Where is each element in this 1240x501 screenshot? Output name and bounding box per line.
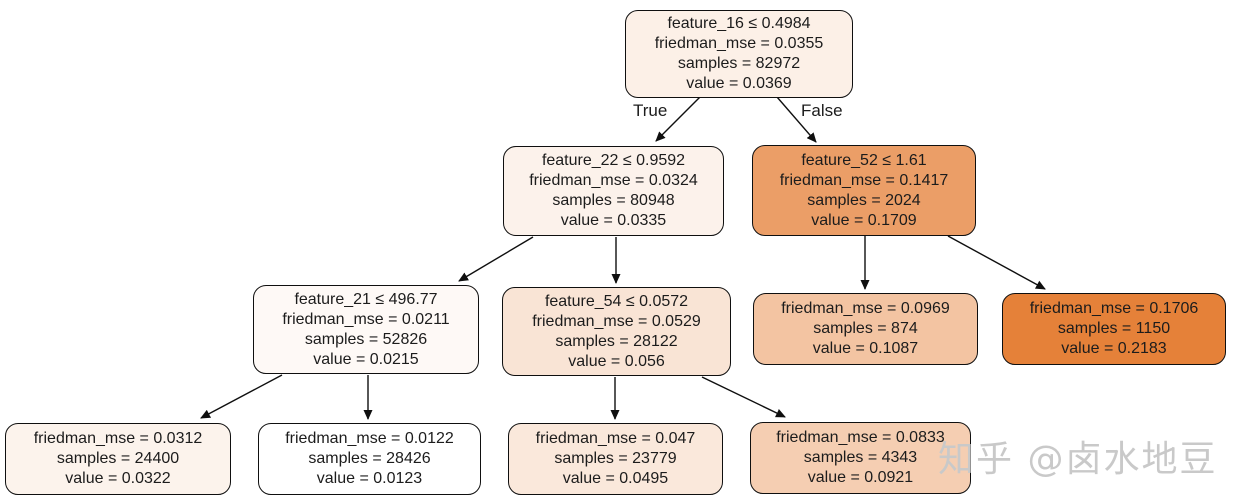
- edge-label-true: True: [633, 101, 668, 120]
- edge-node2-to-leaf4: [701, 376, 786, 418]
- tree-node-l4-leaf1: friedman_mse = 0.0312 samples = 24400 va…: [5, 423, 231, 495]
- split-rule: feature_54 ≤ 0.0572: [544, 292, 689, 310]
- tree-node-l4-leaf2: friedman_mse = 0.0122 samples = 28426 va…: [258, 423, 481, 495]
- split-rule: feature_52 ≤ 1.61: [801, 151, 927, 169]
- value-line: value = 0.0369: [686, 75, 792, 92]
- tree-node-l4-leaf4: friedman_mse = 0.0833 samples = 4343 val…: [750, 422, 971, 494]
- mse-line: friedman_mse = 0.0211: [282, 310, 450, 328]
- value-line: value = 0.0335: [560, 212, 667, 229]
- mse-line: friedman_mse = 0.0833: [776, 429, 945, 446]
- samples-line: samples = 52826: [304, 330, 428, 348]
- value-line: value = 0.0322: [65, 470, 171, 487]
- tree-node-l3-leaf3: friedman_mse = 0.0969 samples = 874 valu…: [753, 293, 978, 365]
- value-line: value = 0.0495: [562, 470, 669, 487]
- edge-root-true: [655, 96, 701, 142]
- samples-line: samples = 2024: [807, 191, 921, 209]
- value-line: value = 0.0921: [807, 469, 914, 486]
- mse-line: friedman_mse = 0.0312: [33, 430, 203, 447]
- value-line: value = 0.1087: [812, 340, 919, 357]
- mse-line: friedman_mse = 0.1706: [1029, 300, 1199, 317]
- tree-node-l3-node2: feature_54 ≤ 0.0572 friedman_mse = 0.052…: [502, 287, 731, 376]
- samples-line: samples = 4343: [803, 449, 918, 466]
- samples-line: samples = 28426: [308, 450, 431, 467]
- mse-line: friedman_mse = 0.0529: [532, 312, 701, 330]
- tree-node-l2-left: feature_22 ≤ 0.9592 friedman_mse = 0.032…: [503, 146, 724, 236]
- value-line: value = 0.056: [568, 352, 665, 370]
- split-rule: feature_21 ≤ 496.77: [294, 290, 438, 308]
- value-line: value = 0.2183: [1061, 340, 1167, 357]
- tree-node-l2-right: feature_52 ≤ 1.61 friedman_mse = 0.1417 …: [752, 145, 976, 236]
- split-rule: feature_22 ≤ 0.9592: [541, 152, 686, 169]
- tree-node-l3-node1: feature_21 ≤ 496.77 friedman_mse = 0.021…: [253, 285, 479, 374]
- mse-line: friedman_mse = 0.0355: [654, 35, 824, 52]
- tree-node-l4-leaf3: friedman_mse = 0.047 samples = 23779 val…: [508, 423, 723, 495]
- zhihu-watermark: 知乎 @卤水地豆: [938, 439, 1218, 480]
- samples-line: samples = 28122: [555, 332, 678, 350]
- mse-line: friedman_mse = 0.0324: [529, 172, 698, 189]
- split-rule: feature_16 ≤ 0.4984: [667, 15, 811, 32]
- edge-l2l-to-node1: [458, 236, 534, 282]
- samples-line: samples = 1150: [1057, 320, 1171, 337]
- samples-line: samples = 82972: [677, 55, 801, 72]
- mse-line: friedman_mse = 0.0122: [285, 430, 454, 447]
- mse-line: friedman_mse = 0.0969: [781, 300, 950, 317]
- samples-line: samples = 80948: [552, 192, 675, 209]
- edge-node1-to-leaf1: [200, 374, 283, 419]
- edge-l2r-to-leaf4: [947, 235, 1046, 290]
- edge-root-false: [776, 96, 817, 143]
- tree-node-l3-leaf4: friedman_mse = 0.1706 samples = 1150 val…: [1002, 293, 1226, 365]
- tree-node-root: feature_16 ≤ 0.4984 friedman_mse = 0.035…: [625, 10, 853, 98]
- value-line: value = 0.1709: [811, 211, 917, 229]
- samples-line: samples = 23779: [554, 450, 677, 467]
- value-line: value = 0.0215: [313, 350, 419, 368]
- samples-line: samples = 24400: [56, 450, 180, 467]
- mse-line: friedman_mse = 0.047: [535, 430, 696, 447]
- value-line: value = 0.0123: [316, 470, 423, 487]
- edge-label-false: False: [801, 101, 843, 120]
- samples-line: samples = 874: [813, 320, 918, 337]
- mse-line: friedman_mse = 0.1417: [779, 171, 949, 189]
